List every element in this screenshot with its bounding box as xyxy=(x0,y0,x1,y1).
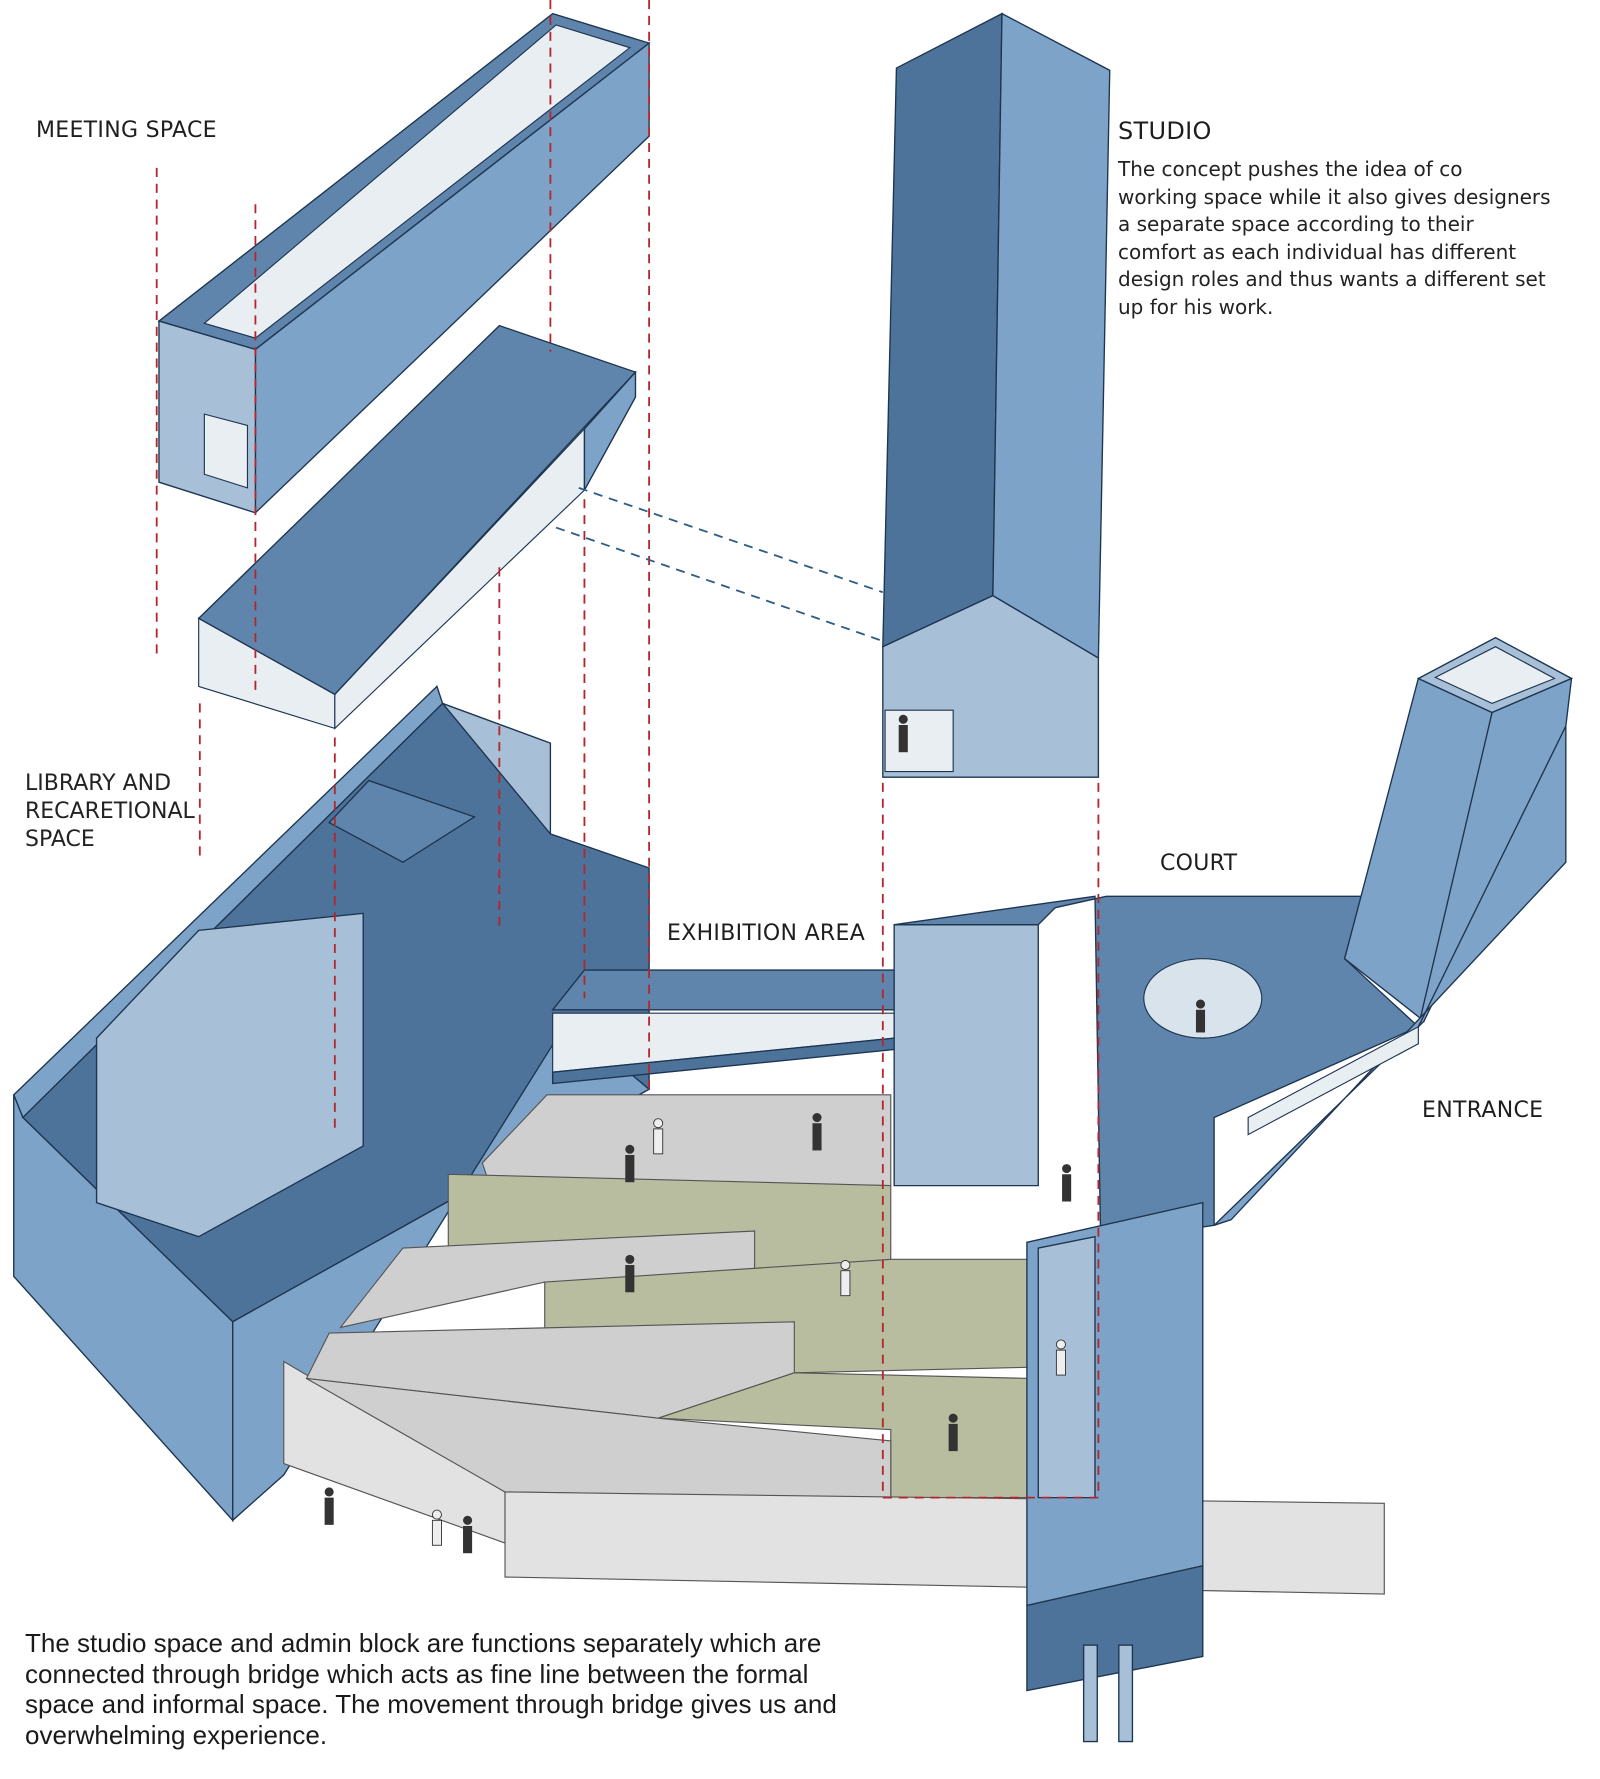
label-library-line: LIBRARY AND xyxy=(25,771,172,796)
studio-description-line: up for his work. xyxy=(1118,294,1274,319)
label-library-line: SPACE xyxy=(25,827,95,852)
label-meeting-space: MEETING SPACE xyxy=(36,118,217,143)
label-court: COURT xyxy=(1160,851,1238,876)
exhibition-bridge xyxy=(551,969,895,1085)
people-figures xyxy=(324,714,1206,1554)
label-library-line: RECARETIONAL xyxy=(25,799,195,824)
studio-description-line: design roles and thus wants a different … xyxy=(1118,267,1546,292)
caption-line: The studio space and admin block are fun… xyxy=(25,1628,822,1658)
alignment-lines xyxy=(155,0,1100,1499)
studio-description-line: comfort as each individual has different xyxy=(1118,239,1517,264)
label-exhibition-area: EXHIBITION AREA xyxy=(667,921,866,946)
studio-description-line: a separate space according to their xyxy=(1118,212,1474,237)
caption-line: overwhelming experience. xyxy=(25,1719,328,1750)
label-entrance: ENTRANCE xyxy=(1422,1098,1544,1123)
label-library: LIBRARY AND RECARETIONAL SPACE xyxy=(25,770,195,854)
studio-description-line: The concept pushes the idea of co xyxy=(1118,157,1463,181)
caption-line: space and informal space. The movement t… xyxy=(25,1689,837,1720)
caption: The studio space and admin block are fun… xyxy=(25,1628,837,1750)
studio-description: The concept pushes the idea of co workin… xyxy=(1118,156,1551,322)
label-studio: STUDIO xyxy=(1118,117,1212,145)
caption-line: connected through bridge which acts as f… xyxy=(25,1658,809,1689)
court-admin-building xyxy=(893,636,1574,1743)
studio-description-line: working space while it also gives design… xyxy=(1118,184,1551,209)
upper-bridge-block xyxy=(197,324,637,730)
studio-tower xyxy=(882,12,1111,778)
